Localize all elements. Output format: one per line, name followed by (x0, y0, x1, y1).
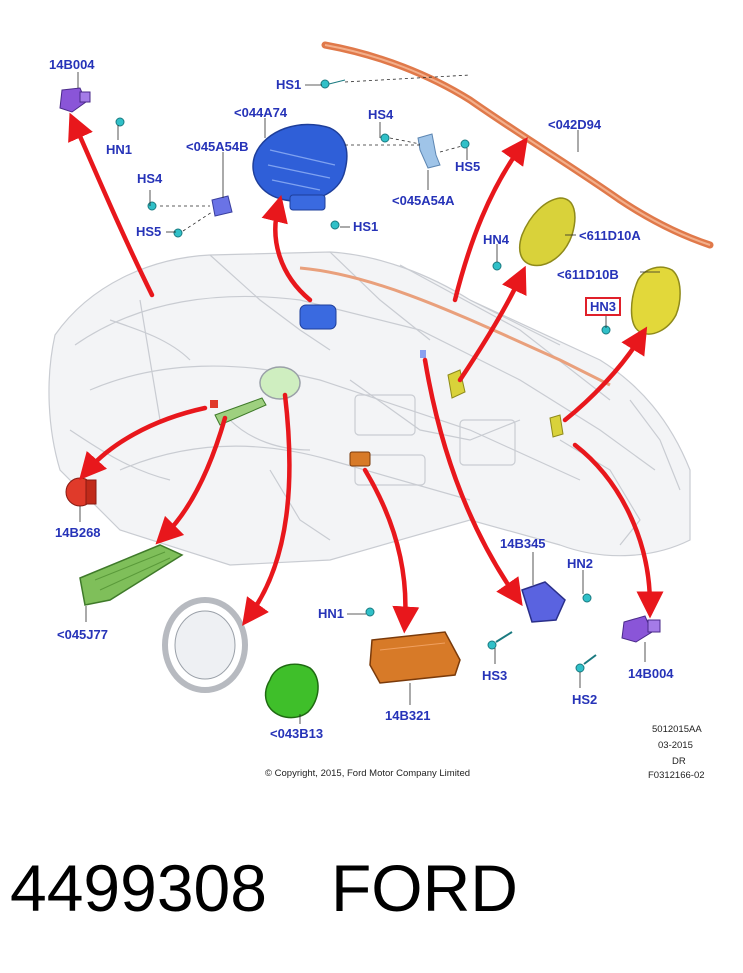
steering-wheel (162, 597, 248, 693)
steering-wheel-ghost (259, 366, 301, 400)
label-611D10B: <611D10B (557, 267, 619, 282)
copyright-notice: © Copyright, 2015, Ford Motor Company Li… (265, 768, 471, 779)
airbag-system-exploded-diagram (48, 41, 714, 724)
label-042D94: <042D94 (548, 117, 602, 132)
label-hs3: HS3 (482, 668, 508, 683)
label-hn3-highlighted: HN3 (585, 297, 622, 316)
sensor-14B345-ghost (420, 350, 426, 358)
drawing-reference: F0312166-02 (648, 770, 705, 781)
label-045J77: <045J77 (57, 627, 108, 642)
label-hn2: HN2 (567, 556, 594, 571)
label-hs4-top: HS4 (368, 107, 394, 122)
label-hs1-top: HS1 (276, 77, 302, 92)
control-module-14B321 (369, 631, 461, 684)
knee-airbag-texture (94, 551, 171, 591)
label-hn1-top: HN1 (106, 142, 133, 157)
label-043B13: <043B13 (270, 726, 324, 741)
seat-airbag-611D10A (519, 197, 576, 267)
red-callout-arrows (68, 112, 664, 634)
passenger-airbag-ghost (299, 304, 337, 330)
label-hs1-mid: HS1 (353, 219, 379, 234)
drawing-date: 03-2015 (658, 740, 693, 751)
part-number: 4499308 (10, 851, 267, 925)
label-hn4: HN4 (483, 232, 510, 247)
label-hs5-left: HS5 (136, 224, 162, 239)
label-14B268: 14B268 (55, 525, 101, 540)
label-14B004-bottom: 14B004 (628, 666, 674, 681)
label-hs4-left: HS4 (137, 171, 163, 186)
sensor-14B345 (521, 581, 566, 623)
curtain-airbag-ghost (299, 266, 611, 387)
drawing-code: 5012015AA (652, 724, 702, 735)
brand-name: FORD (330, 851, 518, 925)
leader-lines (77, 72, 660, 724)
label-611D10A: <611D10A (579, 228, 641, 243)
curtain-airbag-highlight (324, 44, 711, 246)
label-044A74: <044A74 (234, 105, 288, 120)
seat-airbag-ghost-right (549, 414, 564, 438)
control-module-ghost (349, 451, 371, 467)
drawing-dr: DR (672, 756, 686, 767)
seat-airbag-611D10B (630, 266, 681, 335)
label-045A54A: <045A54A (392, 193, 455, 208)
side-sensor-14B004-bottom (621, 615, 661, 643)
fasteners (115, 79, 611, 673)
label-045A54B: <045A54B (186, 139, 249, 154)
bracket-045A54A (417, 133, 441, 169)
side-sensor-14B004-top (59, 87, 91, 113)
label-14B345: 14B345 (500, 536, 546, 551)
driver-airbag-043B13 (264, 663, 319, 719)
label-14B321: 14B321 (385, 708, 431, 723)
label-hs2: HS2 (572, 692, 598, 707)
knee-airbag-ghost (214, 397, 267, 426)
label-hs5-right: HS5 (455, 159, 481, 174)
label-hn1-bottom: HN1 (318, 606, 345, 621)
bracket-045A54B (211, 195, 233, 217)
passenger-airbag-044A74 (252, 123, 348, 211)
sensor-14B268 (65, 477, 97, 507)
label-14B004-top: 14B004 (49, 57, 95, 72)
knee-airbag-045J77 (79, 544, 184, 606)
vehicle-body-outline (48, 251, 691, 566)
sensor-14B268-ghost (210, 400, 218, 408)
